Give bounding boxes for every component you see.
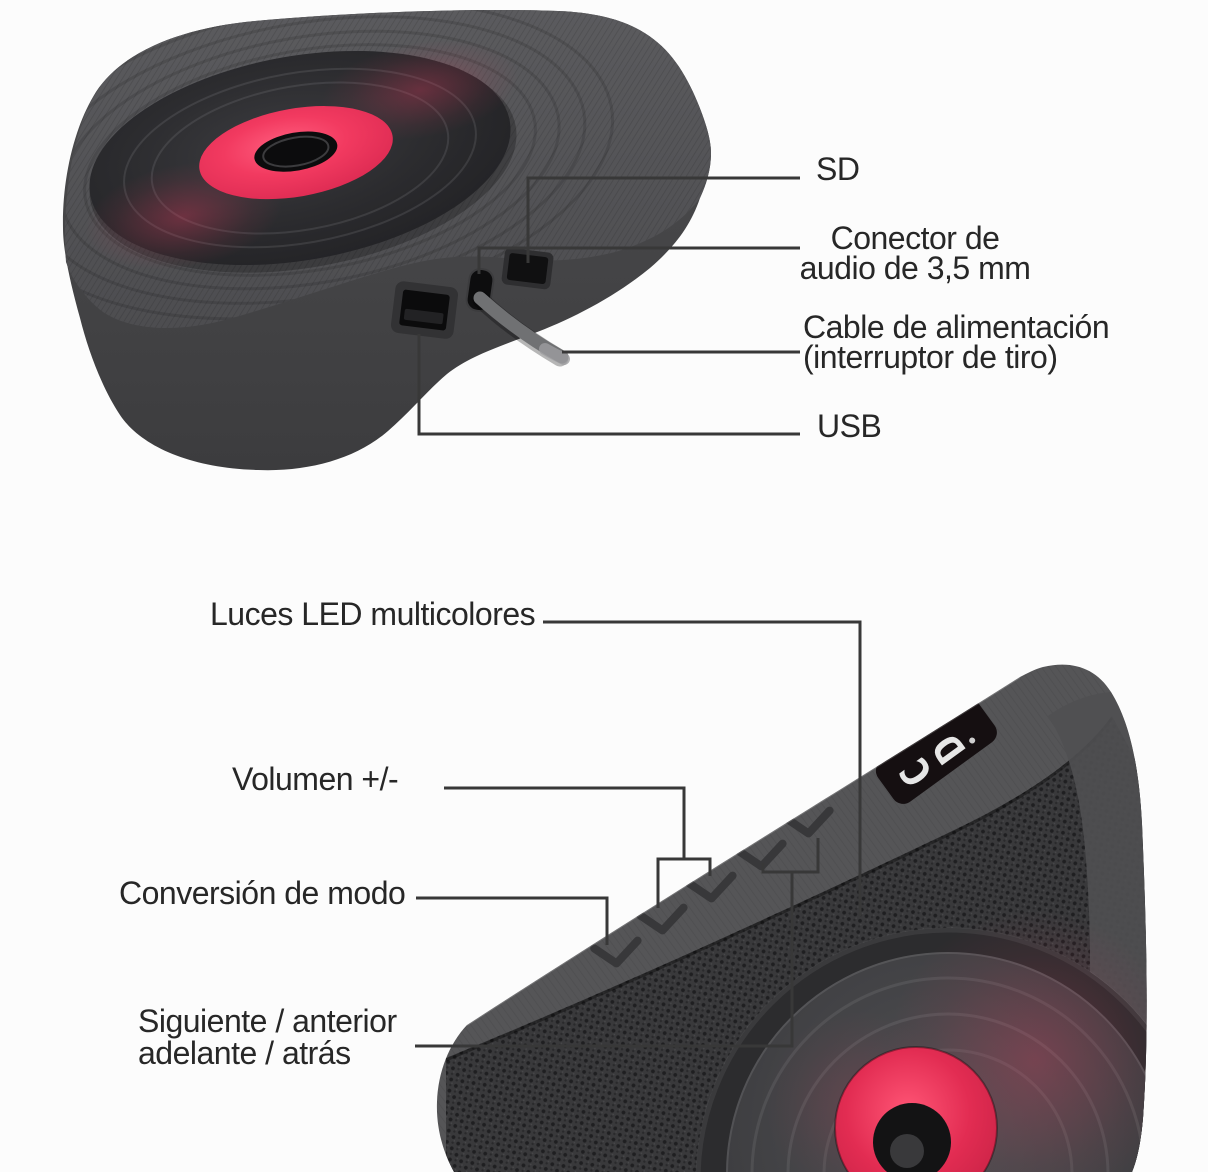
disc-front-assembly [695, 910, 1147, 1172]
button-volume-down [636, 903, 688, 935]
callout-line-usb [417, 334, 800, 436]
label-power-cable: Cable de alimentación (interruptor de ti… [803, 309, 1110, 375]
callout-line-sd [526, 176, 800, 263]
cd-player-front-view: CD [436, 664, 1147, 1172]
label-next-prev: Siguiente / anterior adelante / atrás [138, 1005, 397, 1069]
label-audio-jack: Conector de audio de 3,5 mm [790, 220, 1040, 286]
sd-card-slot [501, 247, 554, 290]
button-volume-up [685, 871, 737, 903]
disc-top [84, 39, 519, 273]
label-led: Luces LED multicolores [210, 596, 536, 632]
usb-port [390, 281, 459, 339]
disc-hole [254, 131, 338, 172]
label-next-prev-line2: adelante / atrás [138, 1035, 351, 1071]
label-audio-jack-line1: Conector de [830, 220, 1000, 256]
callout-line-volume [444, 786, 712, 908]
label-volume: Volumen +/- [232, 761, 399, 797]
callout-line-audio-jack [477, 246, 800, 274]
button-next [782, 806, 834, 838]
label-audio-jack-line2: audio de 3,5 mm [799, 250, 1031, 286]
callout-line-next-prev [415, 838, 820, 1048]
label-power-cable-line1: Cable de alimentación [803, 309, 1110, 345]
label-mode: Conversión de modo [119, 875, 406, 911]
cd-player-top-view [62, 10, 711, 471]
callout-line-led [543, 620, 862, 916]
button-mode [590, 936, 642, 968]
body-edge-highlight [466, 676, 1021, 1026]
label-sd: SD [816, 151, 860, 187]
callout-line-mode [416, 896, 609, 945]
display-dot [969, 737, 976, 744]
callout-lines [415, 176, 862, 1048]
label-next-prev-line1: Siguiente / anterior [138, 1003, 397, 1039]
label-power-cable-line2: (interruptor de tiro) [803, 339, 1058, 375]
power-cord [472, 291, 570, 367]
grille-edge [445, 717, 1114, 1062]
label-usb: USB [817, 408, 882, 444]
